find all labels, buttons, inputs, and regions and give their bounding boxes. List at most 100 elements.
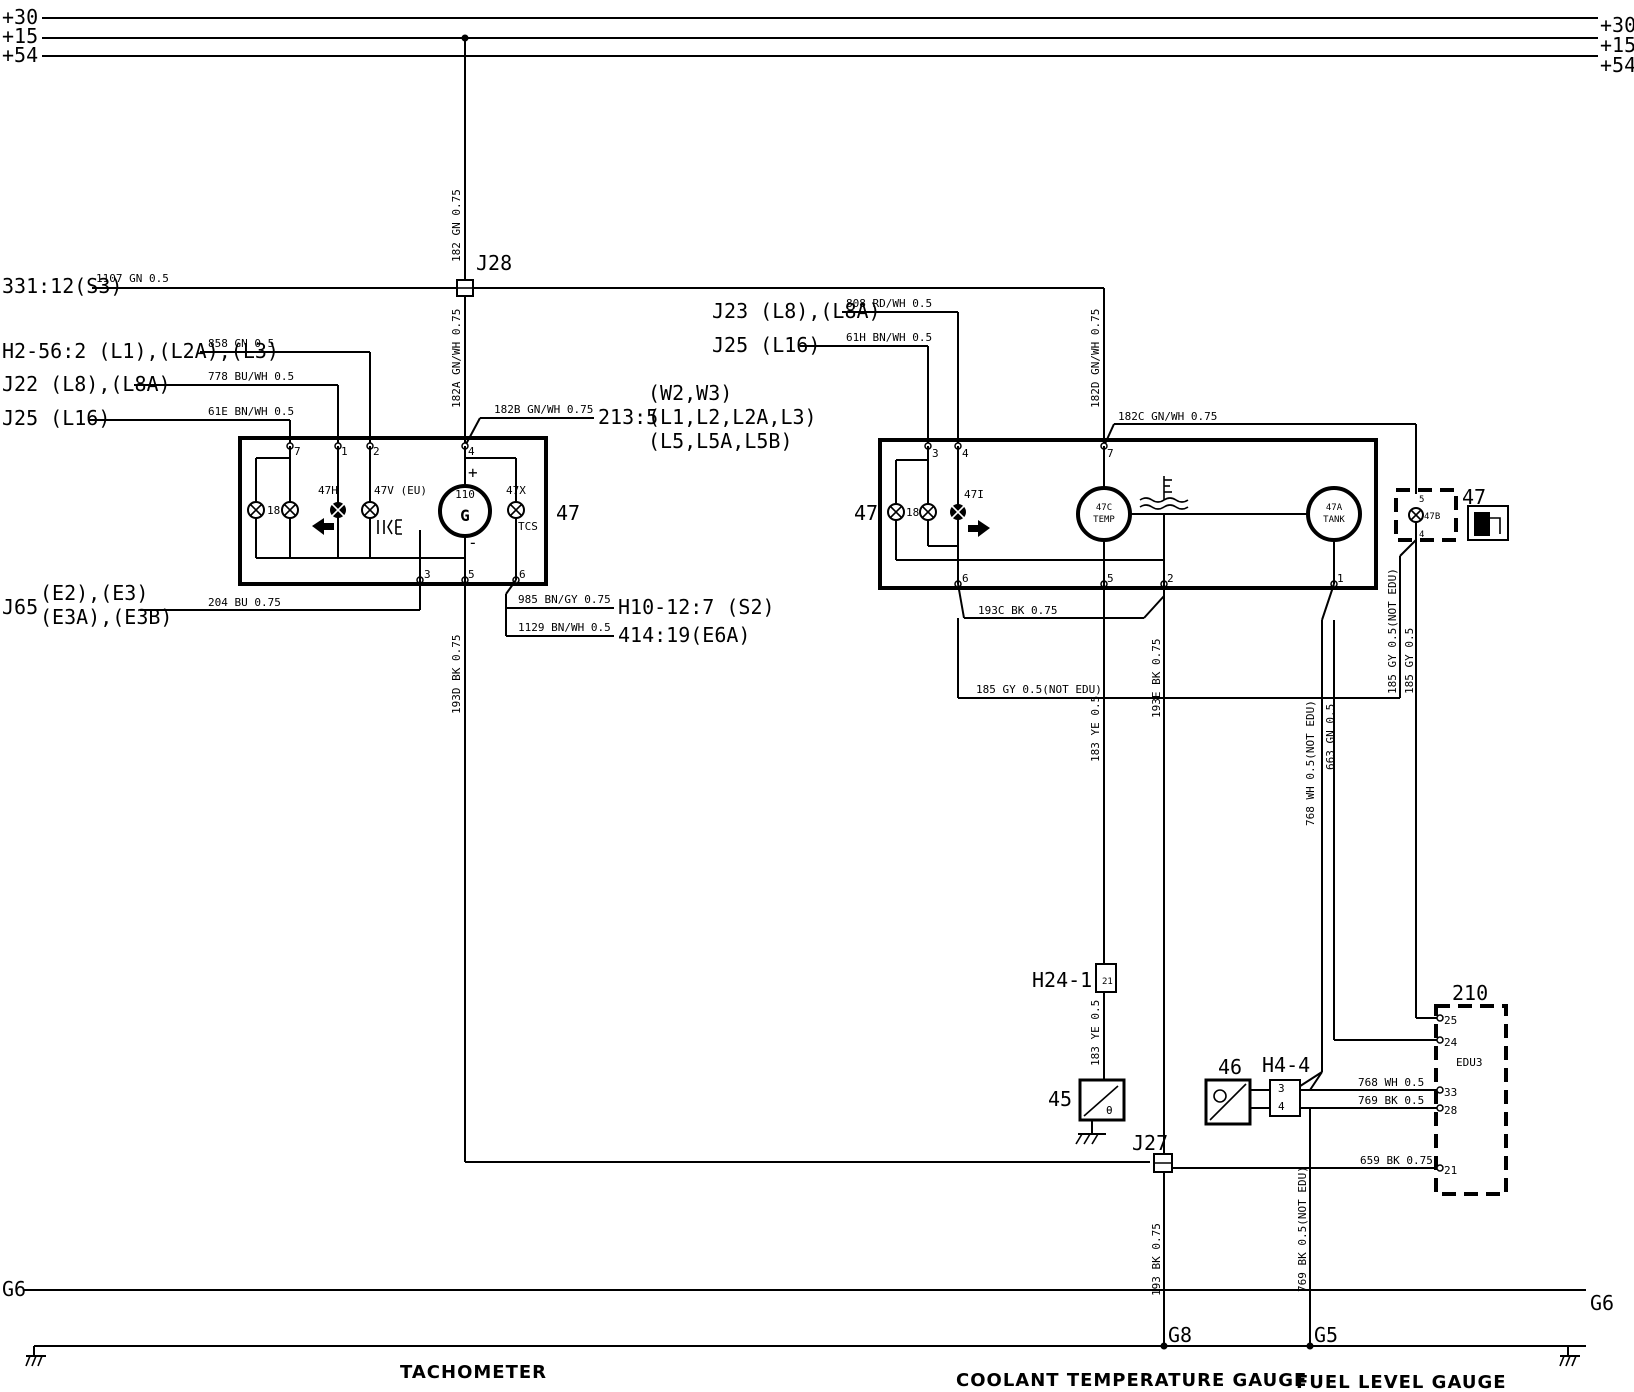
caption-coolant: COOLANT TEMPERATURE GAUGE	[956, 1370, 1307, 1391]
sensor-45-ref: 45	[1048, 1087, 1072, 1111]
edu-pin-label: 21	[1444, 1164, 1457, 1177]
ref-j22: J22 (L8),(L8A)	[2, 372, 171, 396]
fog-lamp-icon	[377, 519, 402, 535]
edu-pin-label: 25	[1444, 1014, 1457, 1027]
ref-j65: J65	[2, 595, 38, 619]
gauge-number: 110	[455, 488, 475, 501]
j27-junction: J27 659 BK 0.75 193 BK 0.75	[1132, 1131, 1438, 1296]
wire-808-label: 808 RD/WH 0.5	[846, 297, 932, 310]
lamp-icon	[507, 501, 525, 519]
ground-icon	[1075, 1133, 1106, 1145]
ref-213-a: (W2,W3)	[648, 381, 732, 405]
temp-fuel-cluster: 47 J23 (L8),(L8A) 808 RD/WH 0.5 J25 (L16…	[712, 297, 1417, 590]
lamp-icon	[281, 501, 299, 519]
sender-46-ref: 46	[1218, 1055, 1242, 1079]
fuel-warning-frame	[1394, 488, 1458, 542]
rail-g6-label-left: G6	[2, 1277, 26, 1301]
captions: TACHOMETER COOLANT TEMPERATURE GAUGE FUE…	[400, 1362, 1506, 1392]
fuel-warning: 47 47B 5 4	[1394, 485, 1509, 542]
trunk-182: 182 GN 0.75 J28 331:12(S3) 1107 GN 0.5 1…	[2, 38, 1105, 446]
sender-slash	[1209, 1083, 1247, 1121]
ref-331: 331:12(S3)	[2, 274, 122, 298]
gauge-letter: G	[460, 506, 470, 525]
ground-icon	[25, 1346, 46, 1367]
tacho-cluster-ref: 47	[556, 501, 580, 525]
h24-1-connector	[1095, 963, 1117, 993]
pin-label: 5	[1107, 572, 1114, 585]
edu-pin-label: 24	[1444, 1036, 1458, 1049]
wire-182d-label: 182D GN/WH 0.75	[1089, 309, 1102, 408]
sensor-slash	[1083, 1085, 1119, 1117]
ref-414: 414:19(E6A)	[618, 623, 750, 647]
pin	[1436, 1086, 1444, 1094]
wire-1107-label: 1107 GN 0.5	[96, 272, 169, 285]
wire-182b-label: 182B GN/WH 0.75	[494, 403, 593, 416]
ref-j23: J23 (L8),(L8A)	[712, 299, 881, 323]
ground-icon	[1559, 1346, 1580, 1367]
lamp-icon	[919, 503, 937, 521]
edu-ref: 210	[1452, 981, 1488, 1005]
edu-label: EDU3	[1456, 1056, 1483, 1069]
caption-tachometer: TACHOMETER	[400, 1362, 547, 1383]
tank-gauge-label: TANK	[1323, 515, 1345, 525]
pin-label: 6	[962, 572, 969, 585]
ground-rails: G6 G6 G8 G5	[2, 1277, 1614, 1367]
pin	[1436, 1164, 1444, 1172]
lamp-18-label: 18	[906, 506, 919, 519]
ref-213-b: (L1,L2,L2A,L3)	[648, 405, 817, 429]
wire-185-notedu-label: 185 GY 0.5(NOT EDU)	[976, 683, 1102, 696]
coolant-sensor: 21 H24-1 183 YE 0.5 θ 45	[1032, 963, 1126, 1145]
wire-61e-label: 61E BN/WH 0.5	[208, 405, 294, 418]
pin-label: 6	[519, 568, 526, 581]
fuel-gauge-icon	[1306, 486, 1362, 542]
pin-label: 1	[341, 445, 348, 458]
wire-663-end	[1309, 1071, 1323, 1091]
temp-gauge-icon	[1076, 486, 1132, 542]
fuel-pump-icon	[1467, 505, 1509, 541]
wire-185-label: 185 GY 0.5	[1403, 628, 1416, 694]
g5-label: G5	[1314, 1323, 1338, 1347]
edu-frame	[1434, 1004, 1508, 1196]
ref-j25-left: J25 (L16)	[2, 406, 110, 430]
rail-15-label-left: +15	[2, 24, 38, 48]
h4-4-label: H4-4	[1262, 1053, 1310, 1077]
pin-label: 3	[424, 568, 431, 581]
wire-183-label: 183 YE 0.5	[1089, 696, 1102, 762]
sensor-45-letter: θ	[1106, 1104, 1113, 1117]
wire-193c-bend	[957, 583, 965, 619]
right-arrow-icon	[968, 520, 990, 537]
wire-193c-join	[1143, 595, 1165, 619]
gauge-plus: +	[468, 463, 478, 482]
pin-label: 3	[932, 447, 939, 460]
pin	[1436, 1014, 1444, 1022]
wire-858-label: 858 GN 0.5	[208, 337, 274, 350]
tacho-cluster-frame	[238, 436, 548, 586]
ref-j65-a: (E2),(E3)	[40, 581, 148, 605]
tcs-label: TCS	[518, 520, 538, 533]
pin-label: 2	[373, 445, 380, 458]
pin-label: 7	[294, 445, 301, 458]
edu-pin-label: 33	[1444, 1086, 1457, 1099]
j28-label: J28	[476, 251, 512, 275]
lamp-icon	[1408, 507, 1424, 523]
pin-label: 4	[962, 447, 969, 460]
ref-213-c: (L5,L5A,L5B)	[648, 429, 793, 453]
h4-4-connector	[1269, 1079, 1301, 1117]
wire-193c-label: 193C BK 0.75	[978, 604, 1057, 617]
gauge-minus: -	[468, 533, 478, 552]
h24-1-label: H24-1	[1032, 968, 1092, 992]
wire-193-label: 193 BK 0.75	[1150, 1223, 1163, 1296]
lamp-icon	[950, 504, 966, 520]
pin-label: 5	[468, 568, 475, 581]
wire-61h-label: 61H BN/WH 0.5	[846, 331, 932, 344]
lamp-47x-label: 47X	[506, 484, 526, 497]
edu-module: 210 EDU3 25 24 33 28 21	[1434, 981, 1508, 1196]
wire-193d-label: 193D BK 0.75	[450, 635, 463, 714]
pin	[1436, 1036, 1444, 1044]
temp-fuel-cluster-frame	[878, 438, 1378, 590]
lamp-47h-label: 47H	[318, 484, 338, 497]
wire-985-label: 985 BN/GY 0.75	[518, 593, 611, 606]
wire-182c-label: 182C GN/WH 0.75	[1118, 410, 1217, 423]
ref-h10-12: H10-12:7 (S2)	[618, 595, 775, 619]
